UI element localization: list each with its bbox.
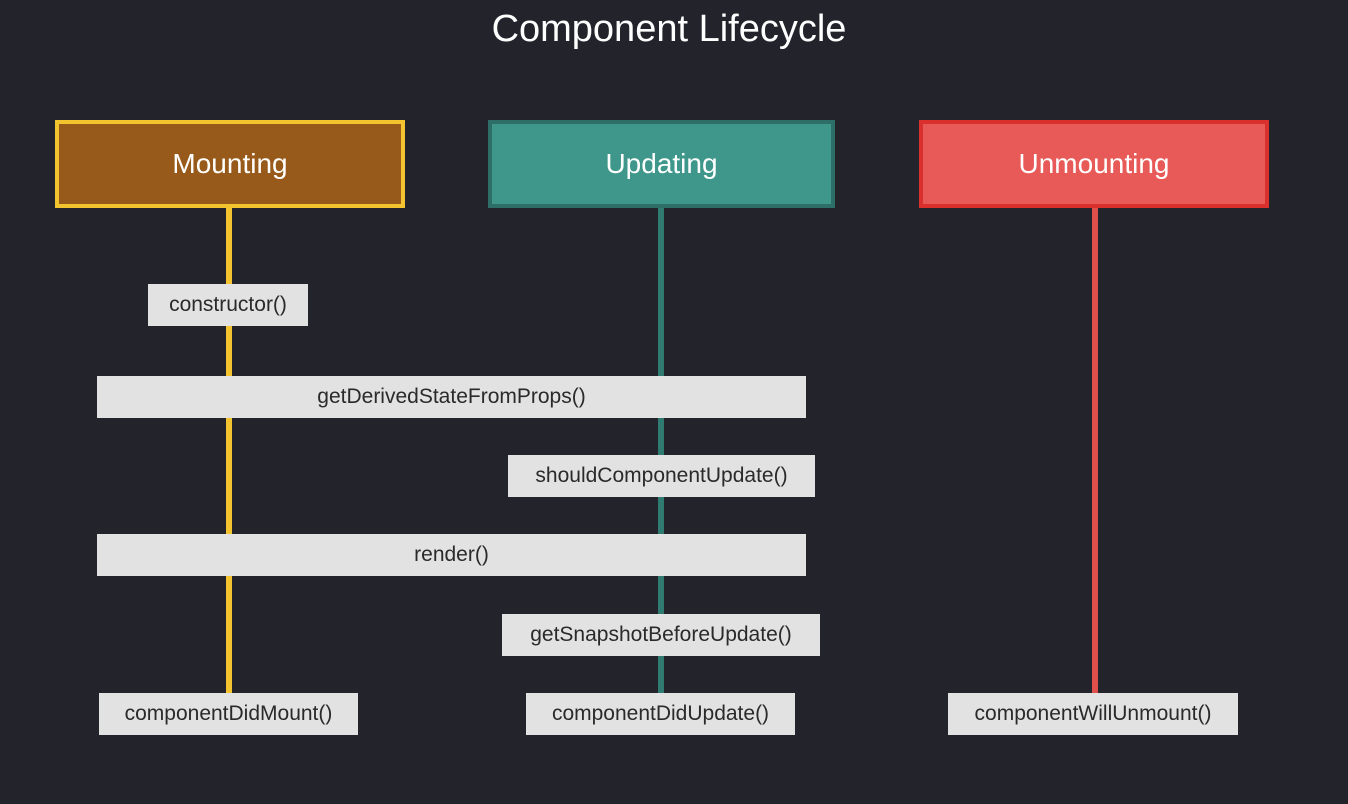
mounting-phase: Mounting <box>55 120 405 208</box>
component-did-mount-method: componentDidMount() <box>99 693 358 735</box>
component-did-update-method: componentDidUpdate() <box>526 693 795 735</box>
render-method: render() <box>97 534 806 576</box>
mounting-timeline <box>226 206 232 696</box>
updating-phase: Updating <box>488 120 835 208</box>
diagram-title: Component Lifecycle <box>491 8 847 50</box>
should-component-update-method: shouldComponentUpdate() <box>508 455 815 497</box>
constructor-method: constructor() <box>148 284 308 326</box>
unmounting-phase: Unmounting <box>919 120 1269 208</box>
get-derived-state-from-props-method: getDerivedStateFromProps() <box>97 376 806 418</box>
component-will-unmount-method: componentWillUnmount() <box>948 693 1238 735</box>
unmounting-timeline <box>1092 206 1098 696</box>
get-snapshot-before-update-method: getSnapshotBeforeUpdate() <box>502 614 820 656</box>
updating-timeline <box>658 206 664 696</box>
